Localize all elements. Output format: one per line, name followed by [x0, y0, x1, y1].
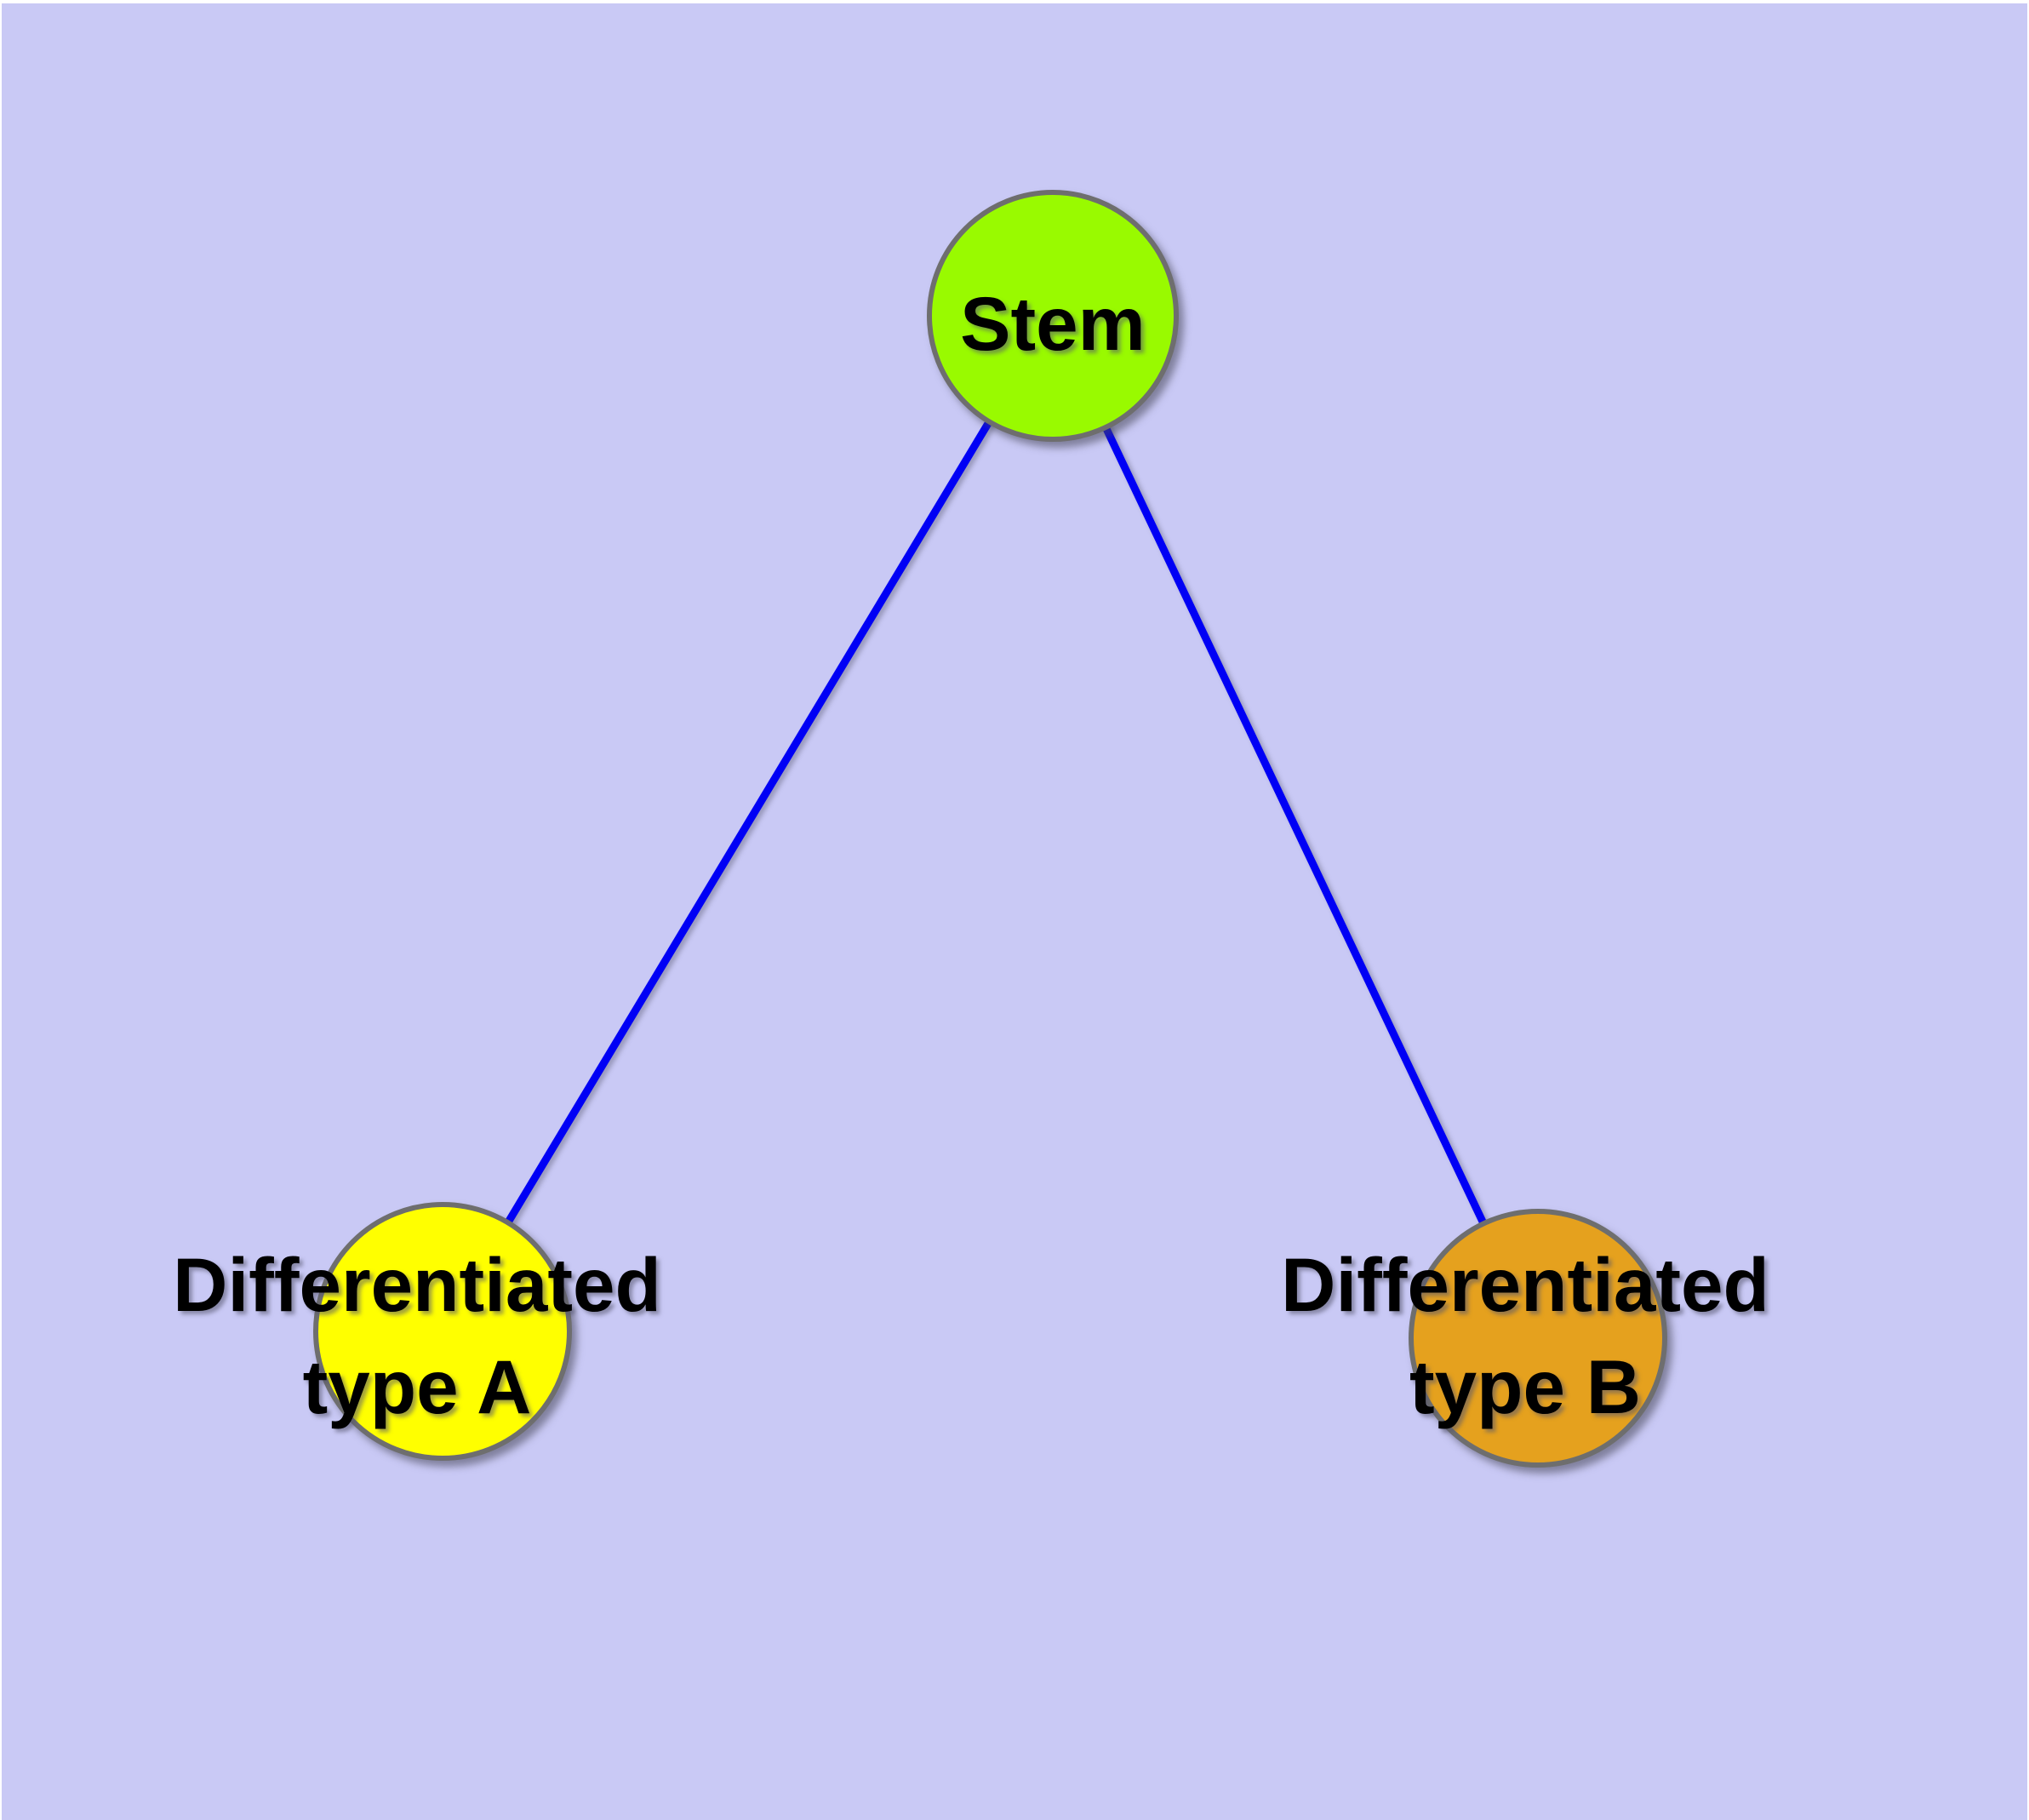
node-type-a-label: Differentiated type A	[173, 1233, 661, 1438]
node-differentiated-type-b[interactable]	[1409, 1209, 1667, 1468]
diagram-canvas: Stem Differentiated type A Differentiate…	[2, 3, 2027, 1820]
node-type-b-label: Differentiated type B	[1281, 1233, 1769, 1438]
edge-layer	[439, 313, 1542, 1340]
node-differentiated-type-a[interactable]	[313, 1202, 572, 1461]
node-type-b-label-line2: type B	[1409, 1344, 1641, 1429]
node-type-a-label-line2: type A	[302, 1344, 532, 1429]
edge-stem-to-type-a	[439, 313, 1056, 1334]
node-stem-label: Stem	[960, 281, 1146, 366]
edge-stem-to-type-b	[1049, 314, 1542, 1340]
node-stem[interactable]	[927, 190, 1179, 442]
node-type-b-label-line1: Differentiated	[1281, 1242, 1769, 1327]
node-type-a-label-line1: Differentiated	[173, 1242, 661, 1327]
